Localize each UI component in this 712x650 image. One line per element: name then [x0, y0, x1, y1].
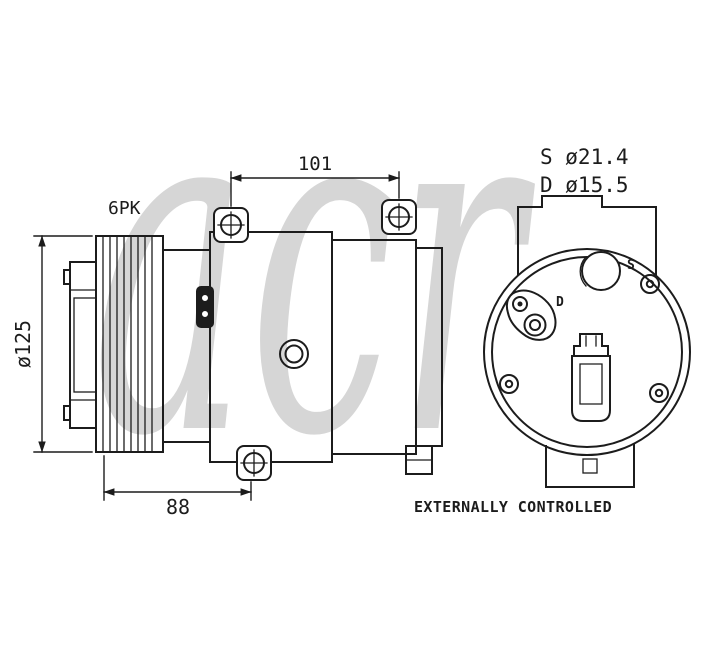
- dimension-88: 88: [103, 455, 252, 519]
- mounting-lug-top-left: [213, 207, 249, 243]
- dimension-101: 101: [230, 153, 400, 207]
- dimension-101-label: 101: [298, 153, 332, 175]
- electrical-connector: [196, 286, 214, 328]
- bolt-holes: [499, 274, 669, 403]
- dimension-diameter-125: ø125: [11, 235, 93, 453]
- discharge-port-dimension: D ø15.5: [540, 173, 629, 197]
- suction-port-dimension: S ø21.4: [540, 145, 629, 169]
- dimension-88-label: 88: [166, 495, 190, 519]
- pulley-grooves: [102, 235, 153, 453]
- mounting-lug-bottom: [236, 445, 272, 481]
- footer-note: EXTERNALLY CONTROLLED: [414, 498, 612, 516]
- side-view: [63, 199, 443, 481]
- dimension-diameter-label: ø125: [11, 320, 35, 368]
- belt-type-label: 6PK: [108, 198, 141, 219]
- brand-watermark: acr: [92, 0, 536, 539]
- discharge-port: D: [505, 289, 564, 341]
- pulley: [63, 235, 164, 453]
- top-bracket: [517, 195, 657, 301]
- fill-port-boss: [279, 339, 309, 369]
- suction-port: S: [579, 251, 635, 291]
- port-s-label: S: [627, 258, 635, 273]
- mounting-lug-top-right: [381, 199, 417, 235]
- rear-view: S D: [483, 195, 691, 488]
- bottom-tab: [545, 443, 635, 488]
- center-connector: [571, 333, 611, 422]
- port-d-label: D: [556, 295, 564, 310]
